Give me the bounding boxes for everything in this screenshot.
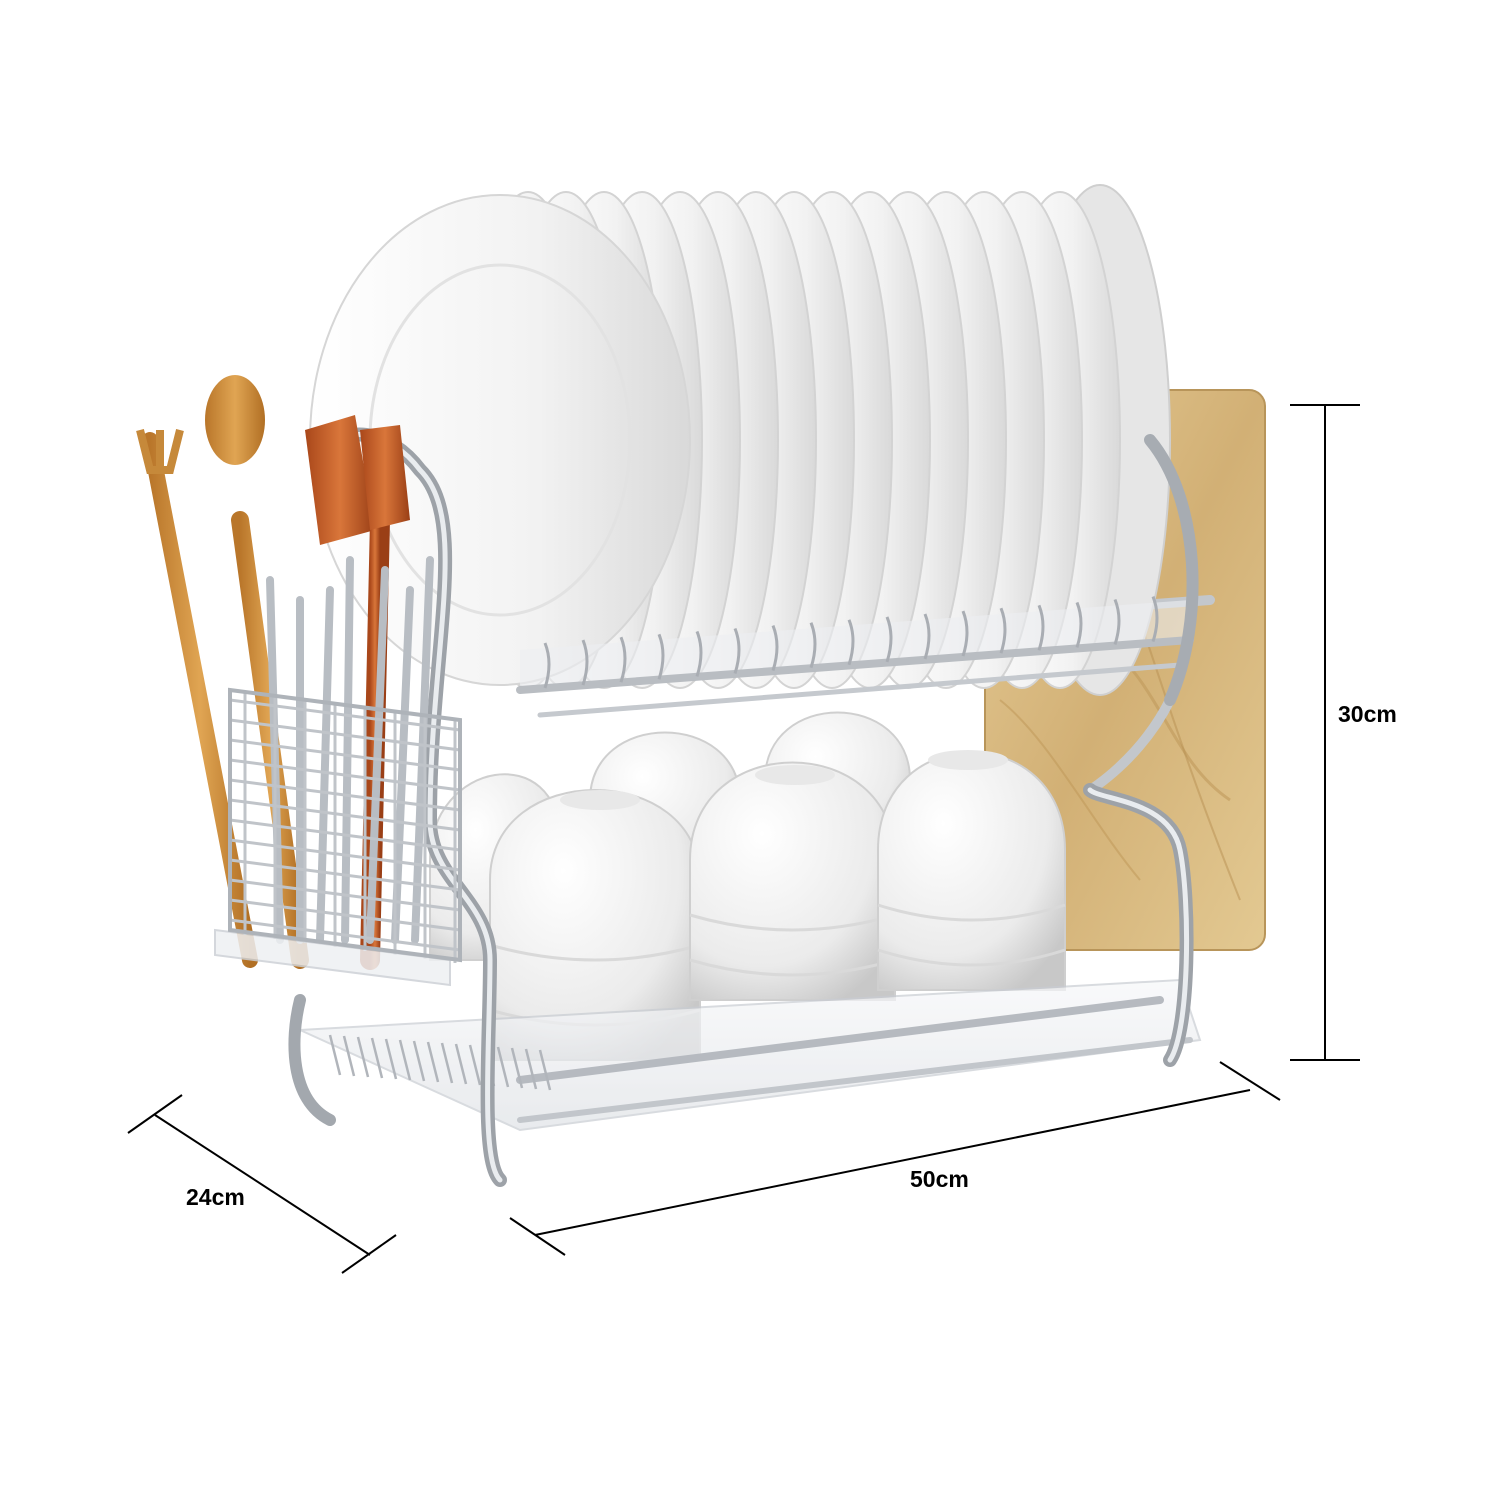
- depth-label: 24cm: [186, 1184, 245, 1210]
- bowl-stack: [429, 711, 1066, 1061]
- drip-tray: [299, 978, 1202, 1132]
- upper-rack-rail: [516, 596, 1194, 718]
- plate-stack: [309, 184, 1171, 696]
- width-dimension: [509, 1061, 1281, 1256]
- width-label: 50cm: [910, 1166, 969, 1192]
- height-dimension: [1290, 404, 1360, 1061]
- depth-dimension: [127, 1094, 397, 1274]
- height-label: 30cm: [1338, 701, 1397, 727]
- utensil-basket: [214, 687, 462, 987]
